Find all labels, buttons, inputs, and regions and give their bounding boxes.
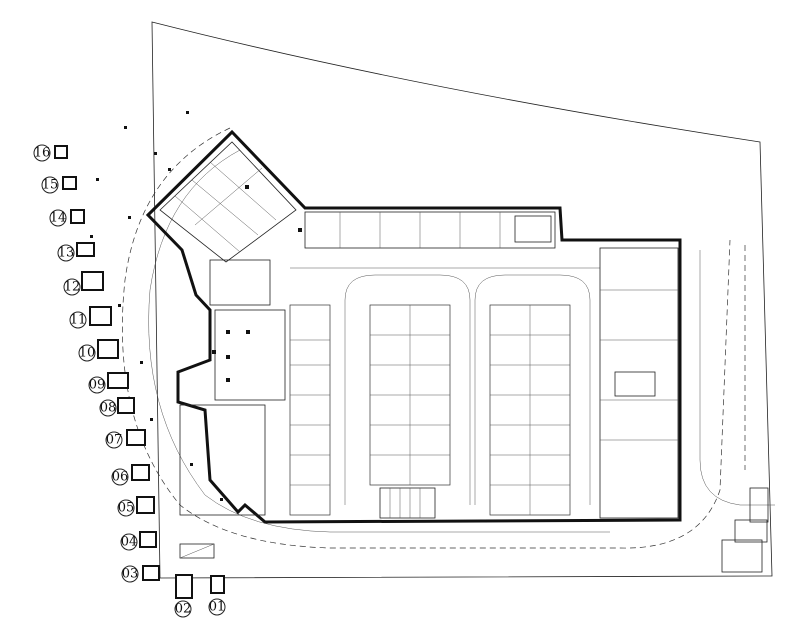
axis-box-16 [54, 145, 68, 159]
stair-north [514, 215, 552, 243]
axis-label-05: 05 [118, 501, 135, 516]
axis-label-14: 14 [50, 211, 67, 226]
axis-bubble-15 [41, 176, 59, 194]
parking-left-column [289, 304, 331, 516]
west-room-1 [214, 309, 286, 401]
axis-box-03 [142, 565, 160, 581]
axis-label-11: 11 [70, 313, 87, 328]
axis-bubble-09 [88, 376, 106, 394]
axis-marker-10: 10 [78, 339, 119, 362]
axis-label-10: 10 [79, 346, 96, 361]
axis-box-10 [97, 339, 119, 359]
axis-bubble-04 [120, 533, 138, 551]
north-strip-dividers [339, 212, 501, 248]
axis-marker-02: 02 [174, 574, 193, 618]
se-block-3 [749, 487, 769, 523]
axis-bubble-01 [208, 598, 226, 616]
se-block-2 [734, 519, 768, 543]
east-block [599, 247, 679, 519]
axis-bubble-07 [105, 431, 123, 449]
axis-box-13 [76, 242, 95, 257]
wing-divider-1 [191, 179, 259, 236]
wing-divider-4 [194, 167, 263, 226]
axis-label-03: 03 [122, 567, 139, 582]
axis-box-14 [70, 209, 85, 224]
sw-key-diag [179, 543, 215, 559]
structural-columns [212, 185, 302, 382]
ring-road-inner [148, 149, 610, 533]
axis-bubble-08 [99, 399, 117, 417]
axis-label-01: 01 [209, 600, 226, 615]
axis-marker-08: 08 [99, 397, 135, 417]
west-room-2 [179, 404, 266, 516]
axis-marker-07: 07 [105, 429, 146, 449]
central-stair-treads [389, 488, 421, 518]
axis-label-06: 06 [112, 470, 129, 485]
aisle-left-loop [344, 274, 471, 505]
wing-divider-3 [174, 195, 241, 253]
axis-label-12: 12 [64, 280, 81, 295]
east-stair [614, 371, 656, 397]
axis-label-09: 09 [89, 378, 106, 393]
parking-island-1 [369, 304, 451, 486]
aisle-right-loop [474, 274, 591, 505]
axis-marker-09: 09 [88, 372, 129, 394]
building-outline [145, 129, 682, 524]
axis-marker-12: 12 [63, 271, 104, 296]
axis-marker-01: 01 [208, 575, 226, 616]
axis-marker-13: 13 [57, 242, 95, 262]
axis-bubble-02 [174, 600, 192, 618]
axis-label-04: 04 [121, 535, 138, 550]
axis-marker-05: 05 [117, 496, 155, 517]
axis-bubble-10 [78, 344, 96, 362]
axis-box-07 [126, 429, 146, 446]
axis-bubble-06 [111, 468, 129, 486]
ring-road [122, 127, 731, 549]
se-block-1 [721, 539, 763, 573]
axis-label-15: 15 [42, 178, 59, 193]
axis-marker-06: 06 [111, 464, 150, 486]
axis-box-11 [89, 306, 112, 326]
axis-label-07: 07 [106, 433, 123, 448]
axis-bubble-05 [117, 499, 135, 517]
wing-divider-2 [209, 161, 277, 221]
axis-bubble-03 [121, 565, 139, 583]
right-drive [699, 250, 775, 506]
axis-box-04 [139, 531, 157, 548]
axis-bubble-13 [57, 244, 75, 262]
axis-box-06 [131, 464, 150, 481]
axis-box-09 [107, 372, 129, 389]
north-wing [159, 141, 297, 263]
parking-island-2 [489, 304, 571, 516]
axis-bubble-16 [33, 144, 51, 162]
axis-label-02: 02 [175, 602, 192, 617]
north-strip [304, 211, 556, 249]
axis-box-15 [62, 176, 77, 190]
axis-marker-11: 11 [69, 306, 112, 329]
axis-box-01 [210, 575, 225, 594]
axis-label-13: 13 [58, 246, 75, 261]
central-stair [379, 487, 436, 519]
axis-bubble-11 [69, 311, 87, 329]
axis-marker-14: 14 [49, 209, 85, 227]
axis-bubble-12 [63, 278, 81, 296]
axis-box-08 [117, 397, 135, 414]
axis-label-16: 16 [34, 146, 51, 161]
west-core [209, 259, 271, 306]
axis-box-05 [136, 496, 155, 514]
axis-box-02 [175, 574, 193, 599]
axis-bubble-14 [49, 209, 67, 227]
axis-box-12 [81, 271, 104, 291]
site-boundary [151, 21, 773, 579]
axis-marker-04: 04 [120, 531, 157, 551]
axis-markers: 16 15 14 13 12 11 10 09 08 07 06 05 04 03 02 01 [33, 144, 226, 618]
axis-marker-15: 15 [41, 176, 77, 194]
sw-key-box [179, 543, 215, 559]
axis-label-08: 08 [100, 401, 117, 416]
axis-marker-03: 03 [121, 565, 160, 583]
axis-marker-16: 16 [33, 144, 68, 162]
